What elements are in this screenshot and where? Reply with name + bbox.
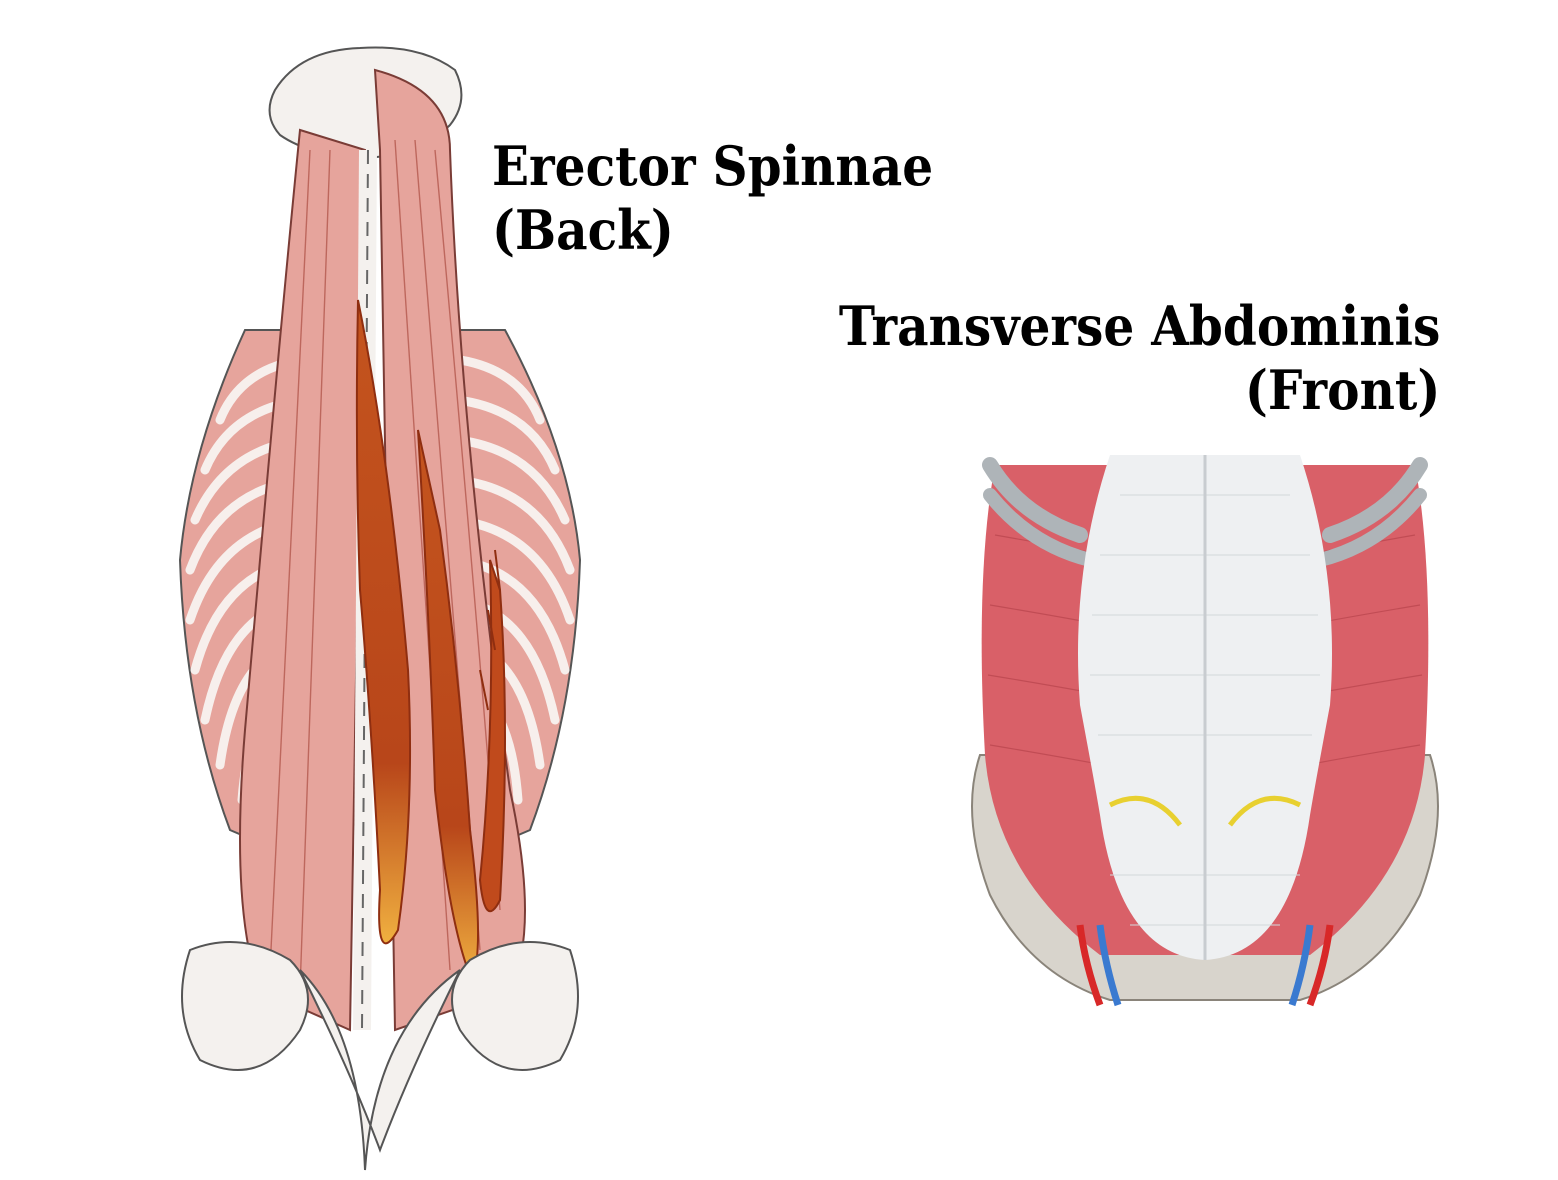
- erector-spinnae-label: Erector Spinnae (Back): [492, 134, 933, 262]
- back-muscles-illustration: [178, 46, 582, 1171]
- transverse-abdominis-title: Transverse Abdominis: [838, 294, 1440, 358]
- pelvis-bone: [181, 941, 579, 1171]
- erector-spinnae-title: Erector Spinnae: [492, 134, 934, 198]
- front-abdomen-illustration: [971, 455, 1439, 1007]
- blood-vessels: [1076, 795, 1334, 1007]
- back-subtitle: (Back): [492, 198, 674, 262]
- front-subtitle: (Front): [1244, 358, 1440, 422]
- transverse-abdominis-label: Transverse Abdominis (Front): [838, 294, 1440, 422]
- erector-spinnae-muscle: [355, 299, 506, 983]
- aponeurosis-sheath: [1078, 455, 1332, 960]
- rib-cage: [982, 457, 1428, 567]
